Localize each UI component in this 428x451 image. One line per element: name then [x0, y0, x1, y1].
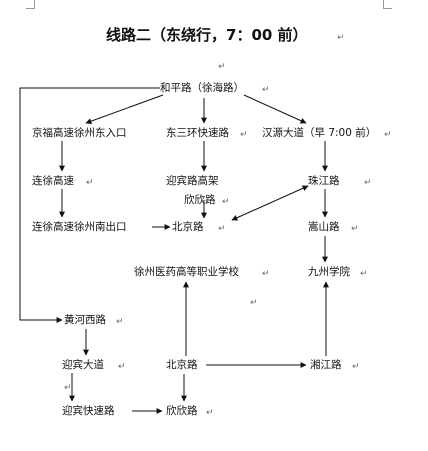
node-heping-road: 和平路（徐海路） — [160, 82, 244, 94]
paragraph-mark: ↵ — [222, 197, 230, 207]
node-yingbin-viaduct: 迎宾路高架 — [166, 175, 219, 187]
paragraph-mark: ↵ — [352, 362, 360, 372]
paragraph-mark: ↵ — [262, 269, 270, 279]
paragraph-mark: ↵ — [360, 269, 368, 279]
node-songshan-road: 嵩山路 — [308, 221, 340, 233]
paragraph-mark: ↵ — [240, 130, 248, 140]
crop-mark-top-right — [383, 0, 392, 9]
page-title: 线路二（东绕行，7：00 前） — [106, 26, 308, 44]
node-yingbin-avenue: 迎宾大道 — [62, 359, 104, 371]
arrow-beijinglu-zhujiang-both — [231, 185, 309, 221]
node-jiuzhou-college: 九州学院 — [308, 266, 350, 278]
paragraph-mark: ↵ — [250, 298, 258, 308]
node-beijing-road-top: 北京路 — [172, 221, 204, 233]
node-zhujiang-road: 珠江路 — [308, 175, 340, 187]
node-xuzhou-medical-college: 徐州医药高等职业学校 — [134, 266, 239, 278]
node-xinxin-road-bottom: 欣欣路 — [166, 405, 198, 417]
node-east-third-ring: 东三环快速路 — [166, 127, 229, 139]
node-xiangjiang-road: 湘江路 — [310, 359, 342, 371]
arrow-heping-to-huanghe — [19, 87, 160, 323]
paragraph-mark: ↵ — [116, 317, 124, 327]
node-beijing-road-bottom: 北京路 — [166, 359, 198, 371]
arrow-heping-to-hanyuan — [243, 94, 307, 124]
node-huanghe-west-road: 黄河西路 — [64, 314, 106, 326]
arrow-heping-to-jinghu — [85, 94, 164, 124]
paragraph-mark: ↵ — [64, 383, 72, 393]
paragraph-mark: ↵ — [262, 85, 270, 95]
node-hanyuan-avenue: 汉源大道（早 7:00 前） — [262, 127, 377, 139]
paragraph-mark: ↵ — [384, 130, 392, 140]
node-lianxu-south-exit: 连徐高速徐州南出口 — [32, 221, 127, 233]
node-yingbin-expressway: 迎宾快速路 — [62, 405, 115, 417]
paragraph-mark: ↵ — [337, 33, 345, 43]
paragraph-mark: ↵ — [364, 178, 372, 188]
paragraph-mark: ↵ — [218, 224, 226, 234]
node-jinghu-east-entrance: 京福高速徐州东入口 — [32, 127, 127, 139]
crop-mark-top-left — [26, 0, 35, 9]
node-lianxu-expressway: 连徐高速 — [32, 175, 74, 187]
paragraph-mark: ↵ — [218, 62, 226, 72]
paragraph-mark: ↵ — [206, 408, 214, 418]
paragraph-mark: ↵ — [86, 178, 94, 188]
paragraph-mark: ↵ — [351, 224, 359, 234]
paragraph-mark: ↵ — [118, 362, 126, 372]
node-xinxin-road-top: 欣欣路 — [184, 194, 216, 206]
